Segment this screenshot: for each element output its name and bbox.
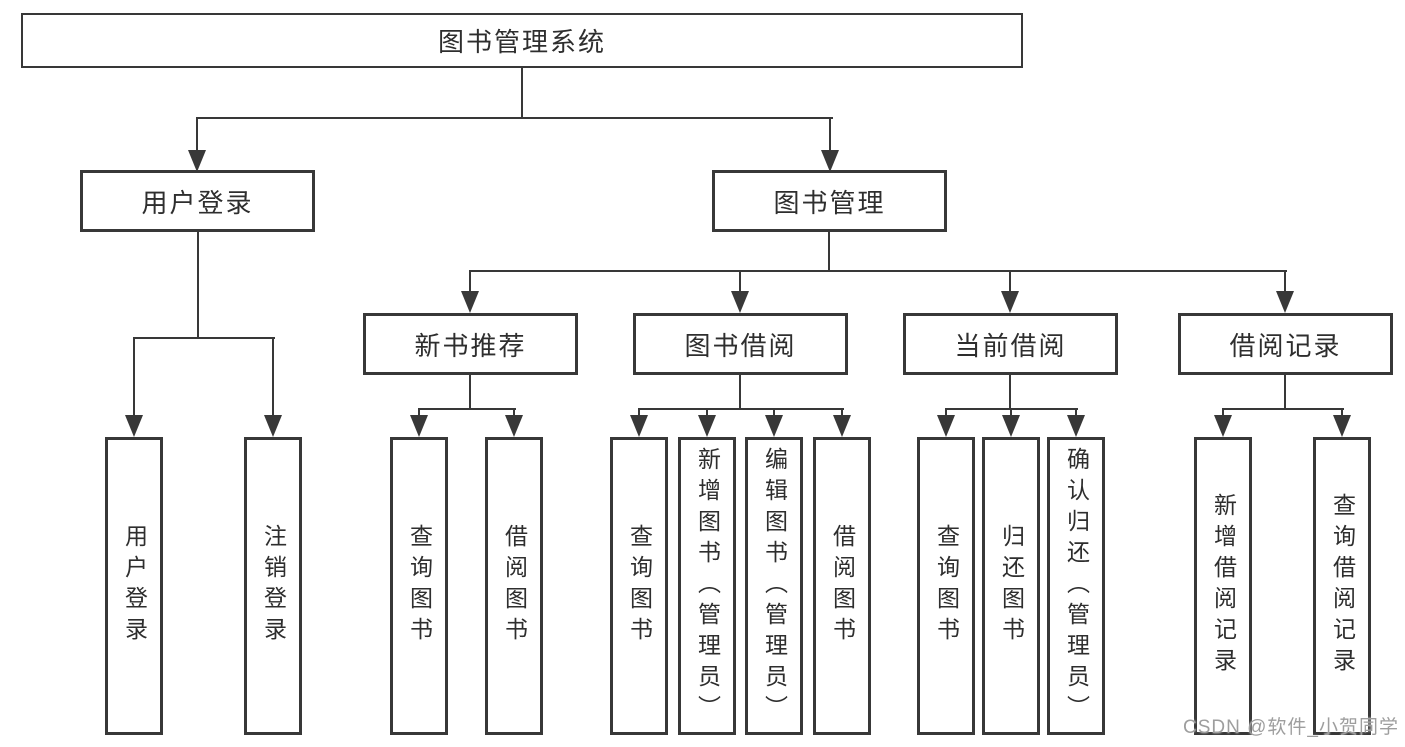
csdn-watermark: CSDN @软件_小贺同学 — [1183, 717, 1399, 738]
connector-line — [1009, 270, 1011, 293]
node-label: 新书推荐 — [414, 330, 527, 361]
node-library-management-system: 图书管理系统 — [21, 13, 1023, 68]
connector-line — [1075, 408, 1077, 417]
node-new-book-recommend: 新书推荐 — [363, 313, 578, 375]
leaf-label: 用户登录 — [121, 524, 148, 648]
node-book-management: 图书管理 — [712, 170, 947, 232]
connector-line — [739, 375, 741, 410]
arrowhead-down-icon — [1214, 415, 1232, 437]
node-label: 图书借阅 — [684, 330, 797, 361]
leaf-label: 查询图书 — [626, 524, 653, 648]
connector-line — [1222, 408, 1224, 417]
connector-line — [1009, 375, 1011, 410]
arrowhead-down-icon — [1276, 291, 1294, 313]
connector-line — [945, 408, 947, 417]
leaf-query-borrow-record: 查询借阅记录 — [1313, 437, 1371, 735]
connector-line — [133, 337, 275, 339]
leaf-user-login: 用户登录 — [105, 437, 163, 735]
connector-line — [521, 68, 523, 118]
leaf-add-borrow-record: 新增借阅记录 — [1194, 437, 1252, 735]
arrowhead-down-icon — [630, 415, 648, 437]
node-borrowing-records: 借阅记录 — [1178, 313, 1393, 375]
leaf-label: 归还图书 — [998, 524, 1025, 648]
arrowhead-down-icon — [1333, 415, 1351, 437]
connector-line — [196, 117, 198, 153]
connector-line — [829, 117, 831, 153]
node-current-borrowing: 当前借阅 — [903, 313, 1118, 375]
connector-line — [133, 337, 135, 417]
connector-line — [1284, 270, 1286, 293]
arrowhead-down-icon — [264, 415, 282, 437]
node-user-login: 用户登录 — [80, 170, 315, 232]
leaf-confirm-return-admin: 确认归还（管理员） — [1047, 437, 1105, 735]
arrowhead-down-icon — [410, 415, 428, 437]
connector-line — [469, 270, 1287, 272]
leaf-query-books-borrow: 查询图书 — [610, 437, 668, 735]
leaf-edit-book-admin: 编辑图书（管理员） — [745, 437, 803, 735]
arrowhead-down-icon — [765, 415, 783, 437]
node-label: 图书管理 — [773, 187, 886, 218]
connector-line — [1341, 408, 1343, 417]
leaf-label: 编辑图书（管理员） — [761, 446, 788, 726]
node-label: 用户登录 — [141, 187, 254, 218]
leaf-label: 查询图书 — [406, 524, 433, 648]
arrowhead-down-icon — [1067, 415, 1085, 437]
arrowhead-down-icon — [125, 415, 143, 437]
connector-line — [638, 408, 640, 417]
connector-line — [418, 408, 516, 410]
leaf-borrow-books-borrow: 借阅图书 — [813, 437, 871, 735]
connector-line — [1222, 408, 1344, 410]
leaf-label: 注销登录 — [260, 524, 287, 648]
connector-line — [739, 270, 741, 293]
arrowhead-down-icon — [698, 415, 716, 437]
leaf-add-book-admin: 新增图书（管理员） — [678, 437, 736, 735]
arrowhead-down-icon — [731, 291, 749, 313]
connector-line — [197, 232, 199, 339]
node-label: 借阅记录 — [1229, 330, 1342, 361]
connector-line — [1284, 375, 1286, 410]
leaf-return-books: 归还图书 — [982, 437, 1040, 735]
connector-line — [272, 337, 274, 417]
connector-line — [828, 232, 830, 272]
connector-line — [841, 408, 843, 417]
leaf-label: 借阅图书 — [501, 524, 528, 648]
node-book-borrowing: 图书借阅 — [633, 313, 848, 375]
connector-line — [469, 270, 471, 293]
arrowhead-down-icon — [1001, 291, 1019, 313]
arrowhead-down-icon — [461, 291, 479, 313]
leaf-borrow-books-newbook: 借阅图书 — [485, 437, 543, 735]
arrowhead-down-icon — [937, 415, 955, 437]
node-label: 图书管理系统 — [437, 27, 606, 57]
leaf-logout: 注销登录 — [244, 437, 302, 735]
arrowhead-down-icon — [1002, 415, 1020, 437]
arrowhead-down-icon — [505, 415, 523, 437]
leaf-label: 新增图书（管理员） — [694, 446, 721, 726]
leaf-query-books-current: 查询图书 — [917, 437, 975, 735]
leaf-label: 借阅图书 — [829, 524, 856, 648]
arrowhead-down-icon — [188, 150, 206, 172]
connector-line — [638, 408, 844, 410]
arrowhead-down-icon — [821, 150, 839, 172]
leaf-label: 查询图书 — [933, 524, 960, 648]
connector-line — [196, 117, 833, 119]
connector-line — [418, 408, 420, 417]
connector-line — [513, 408, 515, 417]
connector-line — [706, 408, 708, 417]
leaf-label: 确认归还（管理员） — [1063, 446, 1090, 726]
node-label: 当前借阅 — [954, 330, 1067, 361]
connector-line — [1010, 408, 1012, 417]
connector-line — [469, 375, 471, 410]
arrowhead-down-icon — [833, 415, 851, 437]
leaf-label: 新增借阅记录 — [1210, 493, 1237, 679]
connector-line — [773, 408, 775, 417]
leaf-label: 查询借阅记录 — [1329, 493, 1356, 679]
leaf-query-books-newbook: 查询图书 — [390, 437, 448, 735]
